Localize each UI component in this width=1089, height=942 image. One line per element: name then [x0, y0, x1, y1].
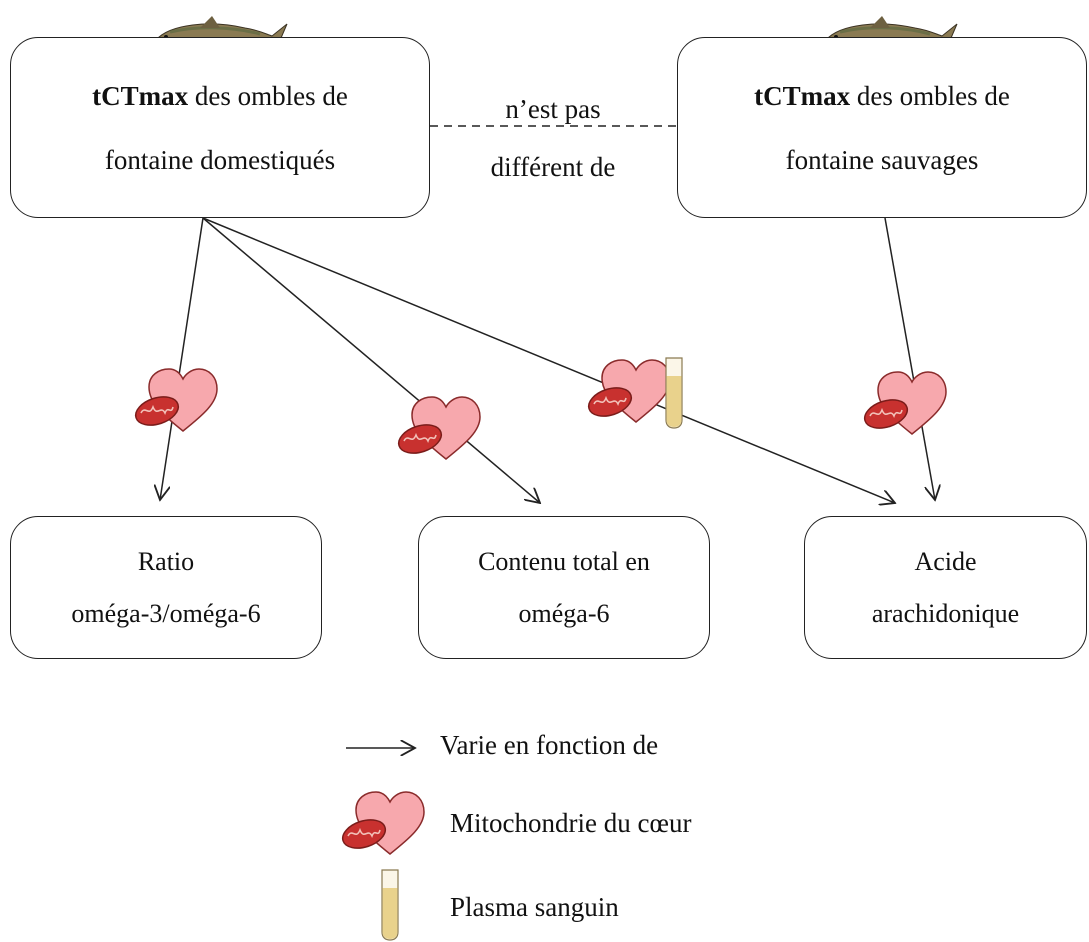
heart-mitochondria-icon [863, 371, 947, 435]
heart-mitochondria-icon [341, 791, 425, 855]
box-text: fontaine sauvages [785, 144, 979, 175]
box-text: Ratio [137, 546, 195, 576]
box-text: des ombles de [850, 80, 1010, 111]
relation-line-2: différent de [490, 152, 616, 182]
plasma-tube-icon [381, 869, 399, 941]
relation-line-1: n’est pas [505, 94, 601, 124]
relation-label: n’est pas différent de [430, 80, 676, 196]
box-text: oméga-6 [518, 598, 610, 628]
legend-plasma-label: Plasma sanguin [450, 892, 619, 922]
tctmax-label: tCTmax [754, 80, 851, 111]
box-text: fontaine domestiqués [104, 144, 336, 175]
legend-arrow-label: Varie en fonction de [440, 730, 659, 760]
tctmax-label: tCTmax [92, 80, 189, 111]
box-omega6: Contenu total en oméga-6 [418, 516, 710, 659]
box-ratio: Ratio oméga-3/oméga-6 [10, 516, 322, 659]
heart-mitochondria-icon [134, 368, 218, 432]
legend-heart-label: Mitochondrie du cœur [450, 808, 692, 838]
box-wild-trout: tCTmax des ombles de fontaine sauvages [677, 37, 1087, 218]
box-text: Acide [914, 546, 977, 576]
arrow-to-ratio [160, 217, 204, 500]
box-text: arachidonique [871, 598, 1020, 628]
box-text: oméga-3/oméga-6 [71, 598, 261, 628]
box-arachidonic: Acide arachidonique [804, 516, 1087, 659]
box-text: des ombles de [188, 80, 348, 111]
arrow-to-arachidonic-domestic [202, 217, 895, 503]
plasma-tube-icon [665, 357, 683, 429]
box-domestic-trout: tCTmax des ombles de fontaine domestiqué… [10, 37, 430, 218]
heart-mitochondria-icon [587, 359, 671, 423]
heart-mitochondria-icon [397, 396, 481, 460]
box-text: Contenu total en [478, 546, 650, 576]
arrow-to-omega6 [202, 217, 540, 503]
arrow-to-arachidonic-wild [884, 217, 935, 500]
